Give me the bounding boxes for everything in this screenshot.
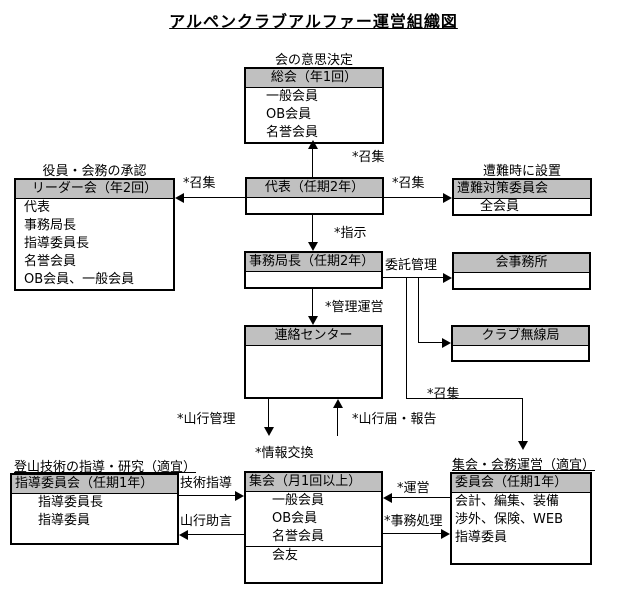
box-soukai-row: 名誉会員	[266, 125, 319, 140]
arrow-line	[418, 277, 419, 342]
box-musenkyoku-header: クラブ無線局	[453, 327, 588, 346]
label-jouhou-koukan: *情報交換	[255, 446, 314, 461]
box-daihyo-empty-row	[247, 198, 382, 213]
box-shidou-row: 指導委員	[38, 513, 91, 528]
box-renraku: 連絡センター	[244, 325, 383, 399]
box-musenkyoku: クラブ無線局	[451, 325, 590, 362]
box-renraku-header: 連絡センター	[246, 327, 381, 346]
arrowhead-left-icon	[383, 493, 392, 503]
box-soukai-row: OB会員	[266, 107, 312, 122]
box-jimukyokucho-empty-row	[246, 272, 381, 287]
box-shukai-row: 会友	[246, 546, 381, 565]
box-leader-row: 指導委員長	[24, 236, 90, 251]
arrowhead-right-icon	[443, 193, 452, 203]
arrow-line	[383, 277, 443, 278]
arrowhead-down-icon	[308, 316, 318, 325]
arrowhead-right-icon	[443, 273, 452, 283]
box-leader-header: リーダー会（年2回）	[16, 180, 173, 199]
box-shukai-row: 名誉会員	[272, 529, 325, 544]
arrowhead-left-icon	[175, 193, 184, 203]
box-sounan-row: 全会員	[480, 199, 520, 214]
arrow-line	[383, 533, 441, 534]
box-soukai-header: 総会（年1回）	[246, 69, 382, 88]
arrow-line	[312, 215, 313, 242]
box-musenkyoku-empty-row	[453, 346, 588, 361]
box-shukai: 集会（月1回以上） 一般会員 OB会員 名誉会員 会友	[244, 471, 383, 584]
box-shukai-header: 集会（月1回以上）	[246, 473, 381, 492]
arrow-line	[406, 277, 407, 398]
caption-soukai: 会の意思決定	[274, 53, 353, 68]
box-kaijimusho-header: 会事務所	[454, 254, 589, 273]
arrowhead-right-icon	[235, 491, 244, 501]
box-iinkai-row: 会計、編集、装備	[455, 494, 560, 509]
arrow-line	[188, 534, 244, 535]
arrowhead-up-icon	[308, 140, 318, 149]
box-soukai-row: 一般会員	[266, 89, 319, 104]
box-shukai-row: OB会員	[272, 511, 318, 526]
box-shidou-header: 指導委員会（任期1年）	[12, 475, 177, 494]
arrow-label: *事務処理	[384, 514, 443, 529]
box-soukai: 総会（年1回） 一般会員 OB会員 名誉会員	[244, 67, 384, 144]
caption-sounan: 遭難時に設置	[482, 164, 561, 179]
arrowhead-left-icon	[179, 530, 188, 540]
box-kaijimusho: 会事務所	[452, 252, 591, 290]
box-sounan: 遭難対策委員会 全会員	[452, 178, 592, 216]
box-shidou-row: 指導委員長	[38, 495, 104, 510]
box-iinkai-row: 指導委員	[455, 530, 508, 545]
caption-leader: 役員・会務の承認	[42, 164, 147, 179]
arrowhead-down-icon	[518, 441, 528, 450]
arrow-line	[337, 408, 338, 436]
box-shidou: 指導委員会（任期1年） 指導委員長 指導委員	[10, 473, 179, 545]
box-leader-row: OB会員、一般会員	[24, 272, 135, 287]
caption-iinkai: 集会・会務運営（適宜）	[452, 458, 596, 473]
box-leader-row: 代表	[24, 200, 51, 215]
arrow-label: 技術指導	[180, 476, 233, 491]
box-leader-row: 事務局長	[24, 218, 77, 233]
arrow-line	[312, 289, 313, 316]
box-daihyo-header: 代表（任期2年）	[247, 179, 382, 198]
arrow-label: *召集	[352, 150, 385, 165]
arrow-label: *召集	[392, 176, 425, 191]
diagram-title: アルペンクラブアルファー運営組織図	[169, 12, 458, 31]
arrow-label: *召集	[183, 176, 216, 191]
arrow-line	[179, 495, 236, 496]
arrow-line	[418, 342, 442, 343]
arrow-label: 委託管理	[385, 258, 438, 273]
arrow-line	[384, 197, 443, 198]
box-iinkai-row: 渉外、保険、WEB	[455, 512, 563, 527]
box-shukai-row: 一般会員	[272, 493, 325, 508]
arrow-line	[392, 497, 450, 498]
arrow-line	[184, 197, 245, 198]
box-leader: リーダー会（年2回） 代表 事務局長 指導委員長 名誉会員 OB会員、一般会員	[14, 178, 175, 291]
box-iinkai-header: 委員会（任期1年）	[452, 474, 590, 493]
arrow-label: *運営	[397, 481, 430, 496]
arrow-label: *指示	[334, 226, 367, 241]
arrow-label: *山行管理	[177, 412, 236, 427]
box-daihyo: 代表（任期2年）	[245, 177, 384, 215]
caption-shidou: 登山技術の指導・研究（適宜）	[14, 460, 197, 475]
arrow-label: *山行届・報告	[352, 412, 437, 427]
arrow-line	[522, 398, 523, 441]
box-sounan-header: 遭難対策委員会	[454, 180, 590, 199]
box-leader-row: 名誉会員	[24, 254, 77, 269]
box-jimukyokucho: 事務局長（任期2年）	[244, 251, 383, 289]
arrow-line	[312, 149, 313, 177]
box-kaijimusho-empty-row	[454, 273, 589, 288]
arrow-label: *召集	[427, 387, 460, 402]
arrow-line	[406, 398, 523, 399]
box-jimukyokucho-header: 事務局長（任期2年）	[246, 253, 381, 272]
arrowhead-right-icon	[441, 529, 450, 539]
arrow-label: *管理運営	[325, 300, 384, 315]
arrowhead-down-icon	[264, 427, 274, 436]
arrowhead-right-icon	[442, 338, 451, 348]
arrow-label: 山行助言	[180, 514, 233, 529]
box-iinkai: 委員会（任期1年） 会計、編集、装備 渉外、保険、WEB 指導委員	[450, 472, 592, 565]
arrowhead-down-icon	[308, 242, 318, 251]
arrow-line	[268, 399, 269, 427]
arrowhead-up-icon	[333, 399, 343, 408]
